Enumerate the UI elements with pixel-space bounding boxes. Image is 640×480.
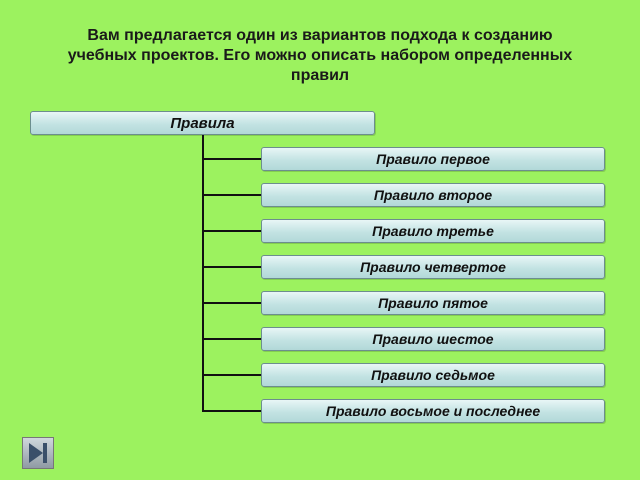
connector-branch-6 [202, 338, 261, 340]
root-node: Правила [30, 111, 375, 135]
rule-node-6: Правило шестое [261, 327, 605, 351]
rule-node-5: Правило пятое [261, 291, 605, 315]
skip-to-end-button[interactable] [22, 437, 54, 469]
heading-line-3: правил [290, 67, 350, 84]
heading-line-2: учебных проектов. Его можно описать набо… [67, 47, 573, 64]
connector-branch-2 [202, 194, 261, 196]
rule-node-2: Правило второе [261, 183, 605, 207]
connector-branch-5 [202, 302, 261, 304]
rule-node-1: Правило первое [261, 147, 605, 171]
rule-node-3: Правило третье [261, 219, 605, 243]
rule-node-7: Правило седьмое [261, 363, 605, 387]
heading-line-1: Вам предлагается один из вариантов подхо… [87, 27, 553, 44]
connector-trunk [202, 135, 204, 411]
connector-branch-3 [202, 230, 261, 232]
page-heading: Вам предлагается один из вариантов подхо… [20, 26, 620, 86]
rule-node-8: Правило восьмое и последнее [261, 399, 605, 423]
connector-branch-1 [202, 158, 261, 160]
connector-branch-4 [202, 266, 261, 268]
skip-to-end-icon [29, 443, 47, 463]
rule-node-4: Правило четвертое [261, 255, 605, 279]
connector-branch-8 [202, 410, 261, 412]
connector-branch-7 [202, 374, 261, 376]
